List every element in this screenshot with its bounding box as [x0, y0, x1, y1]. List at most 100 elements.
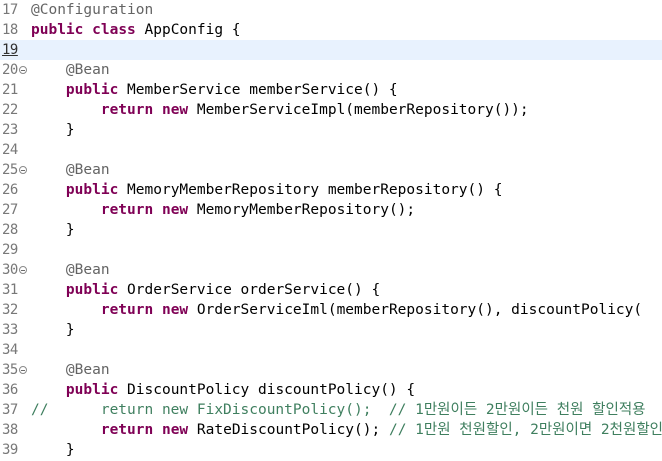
- code-token: }: [31, 442, 75, 458]
- code-line[interactable]: 22 return new MemberServiceImpl(memberRe…: [0, 100, 662, 120]
- line-number: 22: [2, 102, 18, 118]
- line-number: 17: [2, 2, 18, 18]
- keyword-token: public: [65, 282, 119, 298]
- code-token: MemoryMemberRepository memberRepository(…: [118, 182, 503, 198]
- code-token: MemberServiceImpl(memberRepository());: [188, 102, 529, 118]
- code-token: [31, 82, 66, 98]
- keyword-token: class: [92, 22, 136, 38]
- line-code: return new MemoryMemberRepository();: [31, 200, 415, 220]
- code-line[interactable]: 38 return new RateDiscountPolicy(); // 1…: [0, 420, 662, 440]
- line-code: public MemberService memberService() {: [31, 80, 398, 100]
- code-line[interactable]: 31 public OrderService orderService() {: [0, 280, 662, 300]
- code-token: [31, 162, 66, 178]
- fold-collapse-icon[interactable]: [19, 366, 27, 374]
- fold-collapse-icon[interactable]: [19, 166, 27, 174]
- code-line[interactable]: 28 }: [0, 220, 662, 240]
- line-code: }: [31, 320, 75, 340]
- line-code: public OrderService orderService() {: [31, 280, 380, 300]
- annotation-token: @Configuration: [31, 2, 154, 18]
- line-code: public MemoryMemberRepository memberRepo…: [31, 180, 503, 200]
- line-number: 26: [2, 182, 18, 198]
- code-token: [31, 382, 66, 398]
- line-number: 38: [2, 422, 18, 438]
- keyword-token: return: [100, 422, 154, 438]
- code-line[interactable]: 36 public DiscountPolicy discountPolicy(…: [0, 380, 662, 400]
- code-token: [153, 102, 162, 118]
- code-token: DiscountPolicy discountPolicy() {: [118, 382, 416, 398]
- keyword-token: new: [161, 102, 189, 118]
- annotation-token: @Bean: [65, 362, 110, 378]
- code-line[interactable]: 34: [0, 340, 662, 360]
- line-number: 25: [2, 162, 18, 178]
- line-number-gutter: [0, 0, 27, 461]
- code-token: [31, 302, 101, 318]
- line-number: 23: [2, 122, 18, 138]
- line-number: 29: [2, 242, 18, 258]
- line-number: 30: [2, 262, 18, 278]
- code-line[interactable]: 20 @Bean: [0, 60, 662, 80]
- line-code: public class AppConfig {: [31, 20, 241, 40]
- code-line[interactable]: 17 @Configuration: [0, 0, 662, 20]
- code-token: [31, 182, 66, 198]
- line-number: 18: [2, 22, 18, 38]
- code-line[interactable]: 30 @Bean: [0, 260, 662, 280]
- code-line[interactable]: 21 public MemberService memberService() …: [0, 80, 662, 100]
- code-token: [31, 202, 101, 218]
- line-number: 39: [2, 442, 18, 458]
- line-code: @Bean: [31, 60, 110, 80]
- line-code: // return new FixDiscountPolicy(); // 1만…: [31, 400, 646, 420]
- keyword-token: return: [100, 302, 154, 318]
- code-token: OrderService orderService() {: [118, 282, 381, 298]
- comment-token: // return new FixDiscountPolicy(); // 1만…: [31, 402, 646, 418]
- code-line[interactable]: 26 public MemoryMemberRepository memberR…: [0, 180, 662, 200]
- code-line[interactable]: 39 }: [0, 440, 662, 460]
- line-code: return new OrderServiceIml(memberReposit…: [31, 300, 642, 320]
- comment-token: // 1만원 천원할인, 2만원이면 2천원할인: [388, 422, 662, 438]
- keyword-token: public: [65, 382, 119, 398]
- current-line[interactable]: 19: [0, 40, 662, 60]
- fold-collapse-icon[interactable]: [19, 266, 27, 274]
- keyword-token: public: [65, 82, 119, 98]
- line-code: @Configuration: [31, 0, 153, 20]
- code-line[interactable]: 33 }: [0, 320, 662, 340]
- line-number: 19: [2, 42, 18, 58]
- code-line[interactable]: 37 // return new FixDiscountPolicy(); // …: [0, 400, 662, 420]
- code-token: [153, 302, 162, 318]
- line-code: }: [31, 440, 75, 460]
- code-line[interactable]: 29: [0, 240, 662, 260]
- line-number: 36: [2, 382, 18, 398]
- code-line[interactable]: 24: [0, 140, 662, 160]
- line-number: 35: [2, 362, 18, 378]
- line-code: @Bean: [31, 260, 110, 280]
- code-token: [153, 202, 162, 218]
- code-token: MemberService memberService() {: [118, 82, 398, 98]
- line-number: 34: [2, 342, 18, 358]
- line-number: 32: [2, 302, 18, 318]
- keyword-token: new: [161, 302, 189, 318]
- code-token: [31, 62, 66, 78]
- code-token: [31, 262, 66, 278]
- annotation-token: @Bean: [65, 162, 110, 178]
- keyword-token: public: [65, 182, 119, 198]
- line-number: 24: [2, 142, 18, 158]
- code-line[interactable]: 25 @Bean: [0, 160, 662, 180]
- line-number: 37: [2, 402, 18, 418]
- code-line[interactable]: 27 return new MemoryMemberRepository();: [0, 200, 662, 220]
- line-code: }: [31, 220, 75, 240]
- fold-collapse-icon[interactable]: [19, 66, 27, 74]
- code-token: MemoryMemberRepository();: [188, 202, 416, 218]
- code-line[interactable]: 32 return new OrderServiceIml(memberRepo…: [0, 300, 662, 320]
- line-number: 27: [2, 202, 18, 218]
- line-code: public DiscountPolicy discountPolicy() {: [31, 380, 415, 400]
- code-token: [83, 22, 92, 38]
- code-line[interactable]: 23 }: [0, 120, 662, 140]
- code-token: }: [31, 122, 75, 138]
- line-code: @Bean: [31, 160, 110, 180]
- code-line[interactable]: 35 @Bean: [0, 360, 662, 380]
- code-token: [153, 422, 162, 438]
- code-token: }: [31, 322, 75, 338]
- line-number: 31: [2, 282, 18, 298]
- keyword-token: return: [100, 102, 154, 118]
- code-line[interactable]: 18 public class AppConfig {: [0, 20, 662, 40]
